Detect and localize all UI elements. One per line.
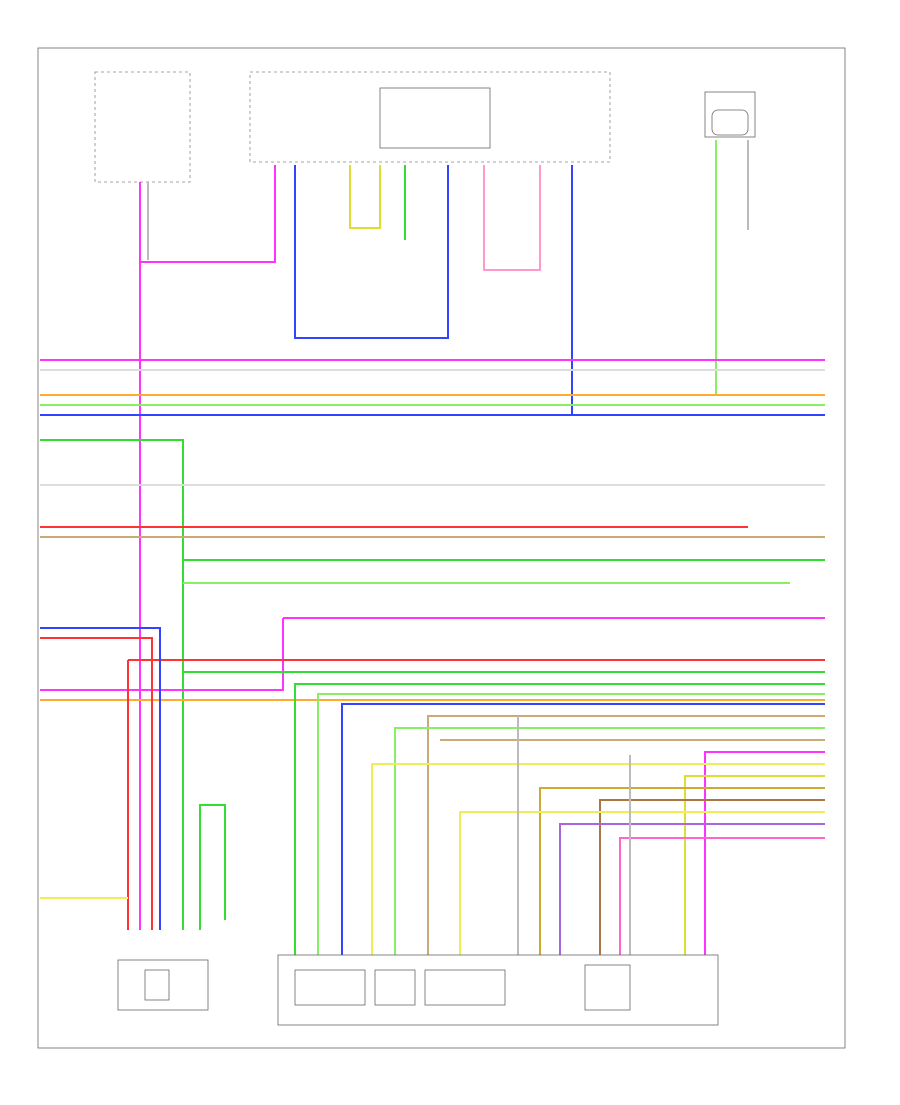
transmission-solenoid-block-3 [424, 969, 506, 1006]
wire-pink-relay-loop [483, 165, 541, 271]
transmission-box [277, 954, 719, 1026]
bus-green-2 [40, 439, 184, 930]
relay-box [379, 87, 491, 149]
top-right-sensor-connector [711, 109, 749, 136]
transmission-sensor-block [584, 964, 631, 1011]
diagram-frame [37, 47, 846, 1049]
wire-left-red [40, 637, 153, 930]
bottom-left-sensor [117, 959, 209, 1011]
bus-olive [539, 787, 825, 955]
fuse-box-center [249, 71, 611, 163]
bus-lightgreen [317, 693, 825, 955]
bus-brown [599, 799, 825, 955]
wire-yellow-loop [349, 165, 381, 229]
wire-left-blue [40, 627, 161, 930]
wire-pink-fuse-to-left [140, 165, 276, 263]
bus-blue-2 [341, 703, 825, 955]
bus-tan-2 [427, 715, 825, 955]
bus-pink-2-left [40, 618, 284, 691]
wire-green-ground-loop [199, 804, 226, 930]
top-right-sensor [704, 91, 756, 138]
bus-purple [559, 823, 825, 955]
bus-yellow-3 [459, 811, 825, 955]
fuse-box-left [94, 71, 191, 183]
bus-yellow-2 [684, 775, 825, 955]
transmission-solenoid-block-1 [294, 969, 366, 1006]
bus-pink-4 [619, 837, 825, 955]
transmission-solenoid-block-2 [374, 969, 416, 1006]
bus-pink-3 [704, 751, 825, 955]
bus-yellow [371, 763, 825, 955]
bottom-left-sensor-inner [144, 969, 170, 1001]
bus-lightgreen-2 [394, 727, 825, 955]
bus-green-6 [294, 683, 825, 955]
wire-blue-loop [294, 165, 449, 339]
